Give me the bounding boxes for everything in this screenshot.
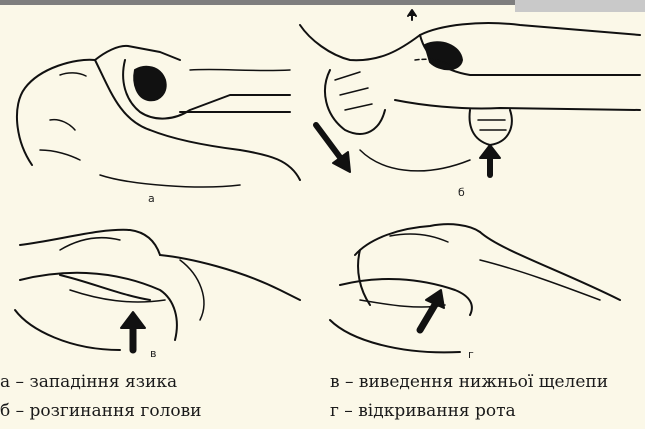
caption-g: г – відкривання рота: [330, 401, 516, 421]
panel-c-drawing: [15, 230, 300, 350]
caption-a: а – западіння язика: [0, 372, 177, 392]
panel-d-label: г: [468, 348, 474, 361]
panel-c-label: в: [150, 347, 156, 360]
caption-b: б – розгинання голови: [0, 401, 202, 421]
panel-a-label: а: [148, 192, 155, 205]
panel-d-drawing: [330, 224, 620, 352]
panel-b-label: б: [458, 186, 465, 199]
panel-b-drawing: [300, 10, 640, 175]
caption-v: в – виведення нижньої щелепи: [330, 372, 608, 392]
panel-a-drawing: [17, 46, 300, 187]
